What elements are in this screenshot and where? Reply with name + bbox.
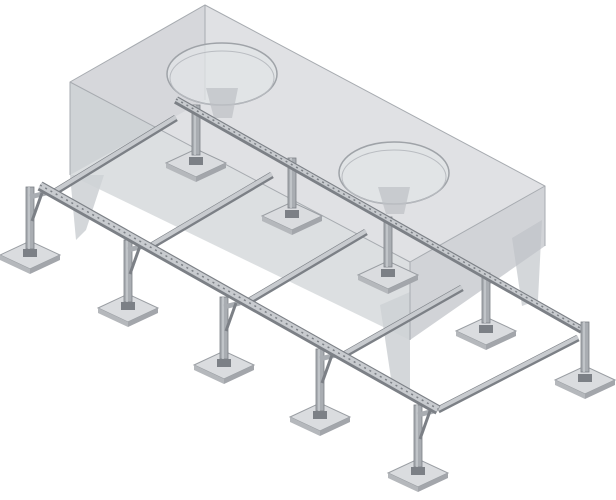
- back-pad-2-baseplate: [285, 210, 299, 218]
- fan-1: [166, 42, 278, 118]
- cross-member-4: [341, 285, 463, 357]
- support-frame: [0, 96, 616, 492]
- front-pad-2-side-r: [128, 308, 158, 327]
- back-pad-2-side-r: [292, 216, 322, 235]
- front-pad-3-baseplate: [217, 359, 231, 367]
- back-pad-4-side-r: [486, 331, 516, 350]
- front-pad-2-baseplate: [121, 302, 135, 310]
- right-end-post: [580, 321, 590, 373]
- front-pad-2-side: [98, 308, 128, 327]
- back-post-2: [287, 157, 297, 209]
- cross-member-2: [146, 172, 274, 249]
- front-post-3-brace: [224, 302, 238, 332]
- front-pad-1-side: [0, 255, 30, 274]
- back-pad-2-side: [262, 216, 292, 235]
- cross-member-3: [244, 229, 368, 304]
- cross-member-5: [437, 335, 579, 411]
- front-pad-5-side-r: [418, 473, 448, 492]
- front-pad-1-baseplate: [23, 249, 37, 257]
- back-pad-1-baseplate: [189, 157, 203, 165]
- front-rail-slots: [39, 184, 439, 410]
- back-pad-4-side: [456, 331, 486, 350]
- back-pad-4-baseplate: [479, 325, 493, 333]
- front-pad-5-baseplate: [411, 467, 425, 475]
- back-post-1: [191, 104, 201, 156]
- front-pad-4-side: [290, 417, 320, 436]
- front-pad-4-baseplate: [313, 411, 327, 419]
- back-pad-1-side-r: [196, 163, 226, 182]
- hvac-unit: [69, 4, 546, 390]
- cross-member-1: [48, 115, 178, 196]
- front-pad-3-side: [194, 365, 224, 384]
- front-pad-3-side-r: [224, 365, 254, 384]
- right-end-pad-side: [555, 380, 585, 399]
- back-pad-3-side: [358, 275, 388, 294]
- right-end-pad-baseplate: [578, 374, 592, 382]
- back-pad-1-side: [166, 163, 196, 182]
- front-post-1-brace: [30, 192, 44, 222]
- front-post-4-brace: [320, 354, 334, 384]
- front-pad-5-side: [388, 473, 418, 492]
- back-pad-3-baseplate: [381, 269, 395, 277]
- front-pad-4-side-r: [320, 417, 350, 436]
- front-post-2-brace: [128, 245, 142, 275]
- back-pad-3-side-r: [388, 275, 418, 294]
- back-rail: [175, 97, 583, 331]
- right-end-pad-side-r: [585, 380, 615, 399]
- unit-face-front: [70, 82, 410, 340]
- front-post-5-brace: [418, 410, 432, 440]
- front-pad-1-side-r: [30, 255, 60, 274]
- fan-2: [338, 141, 450, 214]
